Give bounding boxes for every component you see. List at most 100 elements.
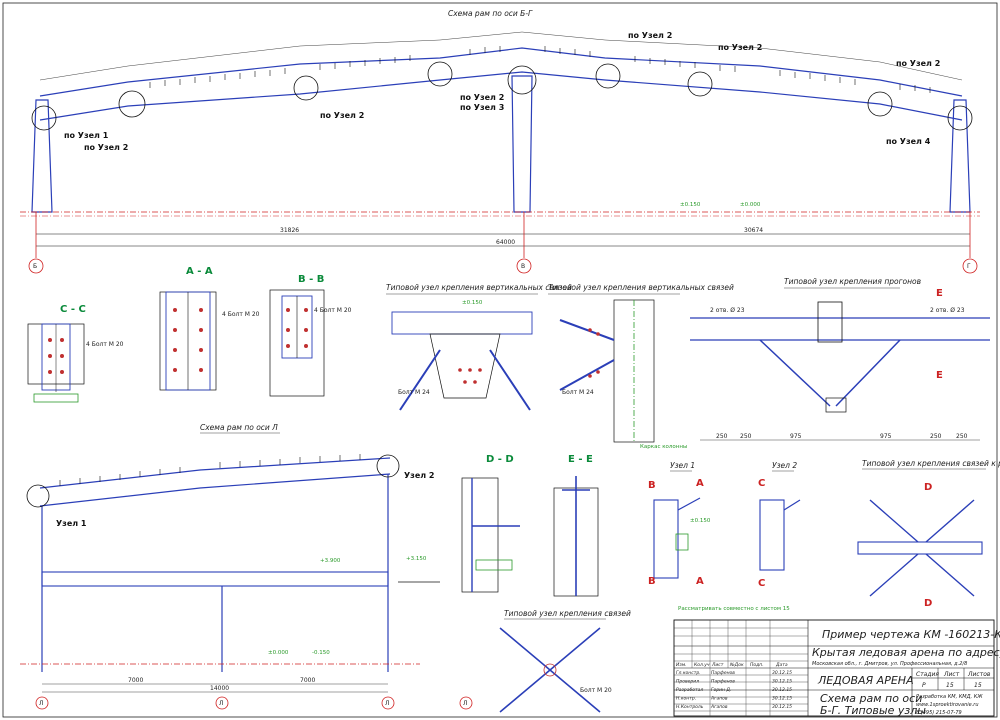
- stamp-sheet-num: 15: [946, 682, 954, 689]
- axis-b: Б: [33, 263, 37, 270]
- dim-250-b: 250: [740, 433, 752, 440]
- bb-bolt-label: 4 Болт М 20: [314, 307, 352, 314]
- stamp-object: Крытая ледовая арена по адресу:: [812, 646, 1000, 659]
- cc-bolt-label: 4 Болт М 20: [86, 341, 124, 348]
- callout-uzel2-mid: по Узел 2: [320, 111, 364, 120]
- callout-uzel1-left: по Узел 1: [64, 131, 109, 140]
- dim-l-right: 7000: [300, 677, 315, 684]
- stamp-sheets-label: Листов: [967, 671, 991, 678]
- level-tag-8: ±0.150: [690, 518, 711, 524]
- vert2-bolt-label: Болт М 24: [562, 389, 594, 396]
- node-2-detail: Узел 2 С С: [758, 461, 801, 589]
- stamp-org-2: www.1sproektirovanie.ru: [916, 702, 979, 708]
- stamp-doc-code: Пример чертежа КМ -160213-КМ: [822, 628, 1000, 641]
- dim-span1: 31826: [280, 227, 299, 234]
- level-tag-5: +3.150: [406, 556, 427, 562]
- node1-a-top: А: [696, 478, 704, 489]
- section-bb-title: В - В: [298, 274, 324, 285]
- stamp-col-sign: Подп.: [750, 662, 764, 668]
- aa-bolt-label: 4 Болт М 20: [222, 311, 260, 318]
- stamp-sheets-num: 15: [974, 682, 982, 689]
- node2-c-top: С: [758, 478, 765, 489]
- callout-uzel3: по Узел 3: [460, 103, 504, 112]
- dim-250-c: 250: [930, 433, 942, 440]
- stamp-date: 30.12.15: [772, 696, 792, 702]
- stamp-org-1: Разработка КМ, КМД, КЖ: [916, 694, 983, 700]
- purlin-section-e-bottom: Е: [936, 370, 943, 381]
- stamp-stage-label: Стадия: [916, 671, 939, 678]
- node-vert1-title: Типовой узел крепления вертикальных связ…: [386, 283, 572, 292]
- frame-l-scheme: Схема рам по оси Л Узел 1 Узел 2 +3.900 …: [20, 423, 473, 710]
- axis-l-2: Л: [219, 700, 224, 707]
- dim-span2: 30674: [744, 227, 763, 234]
- level-tag-4: +3.900: [320, 558, 341, 564]
- column-left: [31, 99, 53, 213]
- axis-v: В: [521, 263, 525, 270]
- axis-l-1: Л: [39, 700, 44, 707]
- stamp-name: Парфенов: [711, 679, 735, 685]
- node1-title: Узел 1: [670, 461, 695, 470]
- node-purlins: Типовой узел крепления прогонов Е Е 2 от…: [690, 277, 990, 441]
- frame-l-callout-uzel2: Узел 2: [404, 471, 434, 480]
- stamp-col-ndoc: №Док: [729, 662, 744, 668]
- stamp-role: Н.контр.: [676, 696, 696, 702]
- rafter-top-chord: [39, 47, 963, 97]
- stamp-address: Московская обл., г. Дмитров, ул. Професс…: [812, 661, 967, 667]
- dim-250-d: 250: [956, 433, 968, 440]
- node-vertical-braces-2: Типовой узел крепления вертикальных связ…: [548, 283, 734, 450]
- karkas-label: Каркас колонны: [640, 444, 687, 450]
- node2-c-bottom: С: [758, 578, 765, 589]
- callout-uzel2-left: по Узел 2: [84, 143, 128, 152]
- stamp-org-3: 8 (495) 215-07-79: [916, 710, 962, 716]
- stamp-col-date: Дата: [775, 662, 788, 668]
- section-bb: В - В 4 Болт М 20: [269, 274, 352, 397]
- callout-uzel2-right1: по Узел 2: [628, 31, 672, 40]
- node1-b-bottom: В: [648, 576, 656, 587]
- callout-uzel2-center: по Узел 2: [460, 93, 504, 102]
- node-braces: Типовой узел крепления связей Болт М 20: [499, 609, 631, 713]
- title-block: Пример чертежа КМ -160213-КМ Крытая ледо…: [673, 619, 1000, 717]
- stamp-name: Агапов: [710, 696, 728, 702]
- section-ee-title: Е - Е: [568, 454, 593, 465]
- callout-uzel2-right2: по Узел 2: [718, 43, 762, 52]
- dim-975-b: 975: [880, 433, 892, 440]
- section-cc: С - С 4 Болт М 20: [27, 304, 124, 403]
- column-right: [949, 99, 971, 213]
- column-middle: [511, 75, 533, 213]
- stamp-role: Н.Контроль: [676, 704, 704, 710]
- node2-title: Узел 2: [772, 461, 797, 470]
- stamp-col-list: Лист: [711, 662, 724, 668]
- node-vertical-braces-1: Типовой узел крепления вертикальных связ…: [386, 283, 572, 411]
- frame-l-callout-uzel1: Узел 1: [56, 519, 87, 528]
- section-dd: D - D: [461, 454, 520, 593]
- purlin-hole-left: 2 отв. Ø 23: [710, 307, 745, 314]
- section-cc-title: С - С: [60, 304, 86, 315]
- stamp-date: 30.12.15: [772, 704, 792, 710]
- purlin-section-e-top: Е: [936, 288, 943, 299]
- dim-l-left: 7000: [128, 677, 143, 684]
- level-tag-7: -0.150: [312, 650, 330, 656]
- node1-b-top: В: [648, 480, 656, 491]
- braces-d-bottom: D: [924, 598, 932, 609]
- stamp-role: Гл.констр.: [676, 670, 701, 676]
- stamp-role: Разработал: [676, 687, 703, 693]
- section-ee: Е - Е: [553, 454, 599, 597]
- vert1-bolt-label: Болт М 24: [398, 389, 430, 396]
- level-tag-3: ±0.150: [462, 300, 483, 306]
- level-tag-6: ±0.000: [268, 650, 289, 656]
- node-braces-frame: Типовой узел крепления связей к рамам ос…: [857, 459, 1000, 609]
- stamp-name: Горин Д.: [711, 687, 731, 693]
- axis-g: Г: [967, 263, 971, 270]
- section-aa: А - А 4 Болт М 20: [159, 266, 260, 391]
- callout-uzel2-right3: по Узел 2: [896, 59, 940, 68]
- stamp-sheet-label: Лист: [943, 671, 960, 678]
- node-1-detail: Узел 1 В А В А ±0.150: [648, 461, 711, 587]
- stamp-col-kol: Кол.уч: [694, 662, 710, 668]
- dim-total: 64000: [496, 239, 515, 246]
- dim-l-total: 14000: [210, 685, 229, 692]
- stamp-name: Парфенов: [711, 670, 735, 676]
- frame-bg-title: Схема рам по оси Б-Г: [448, 9, 533, 18]
- stamp-date: 30.12.15: [772, 670, 792, 676]
